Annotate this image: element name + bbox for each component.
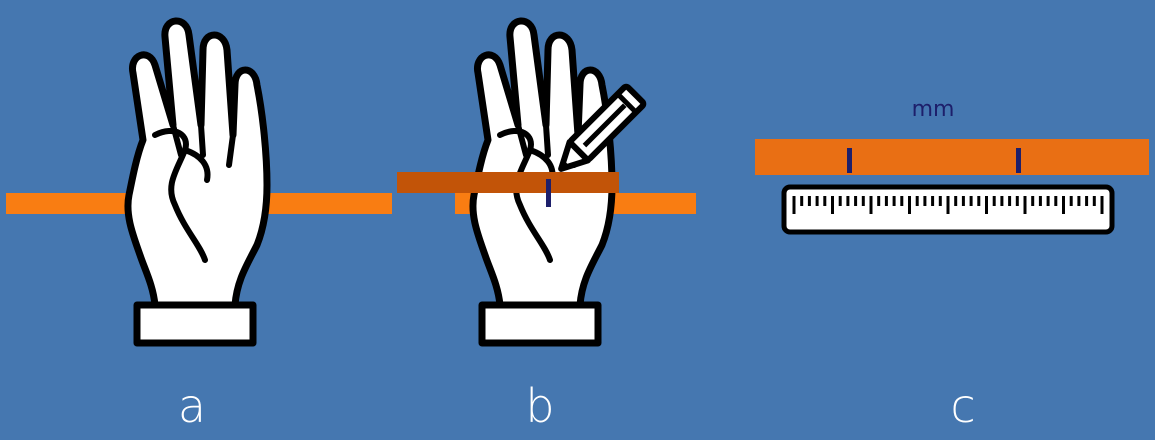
measuring-strip-overlap — [397, 172, 619, 193]
mark-end — [1016, 148, 1021, 173]
panel-b — [397, 21, 696, 343]
ruler-icon — [781, 184, 1115, 235]
panel-label-c: c — [950, 379, 976, 433]
hand-icon — [128, 21, 267, 343]
pen-mark — [546, 179, 551, 207]
unit-label: mm — [911, 97, 955, 122]
panel-label-b: b — [525, 379, 555, 433]
panel-c — [755, 139, 1149, 235]
measuring-strip-flat — [755, 139, 1149, 175]
panel-label-a: a — [177, 379, 207, 433]
pencil-icon — [558, 83, 647, 172]
panel-a — [6, 21, 392, 343]
mark-start — [847, 148, 852, 173]
